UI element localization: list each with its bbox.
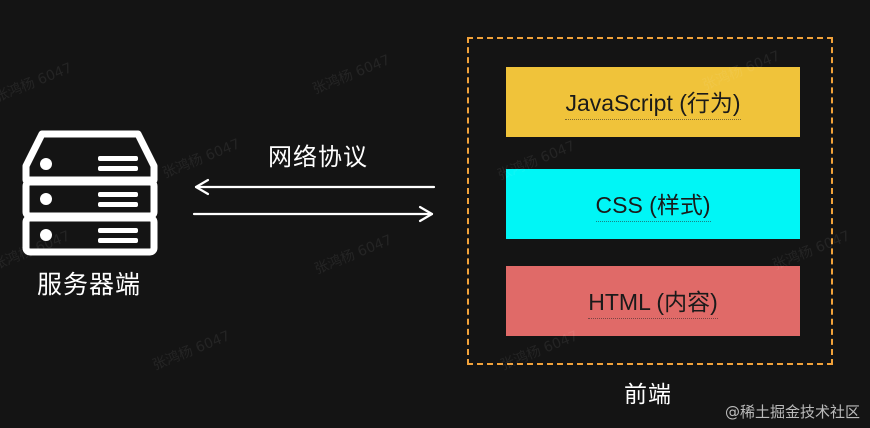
css-layer: CSS (样式) [506,169,800,239]
frontend-label: 前端 [624,382,672,408]
html-layer-label: HTML (内容) [588,283,718,319]
server-label: 服务器端 [36,270,141,299]
protocol-label: 网络协议 [268,143,368,171]
watermark-text: 张鸿杨 6047 [0,60,75,106]
javascript-layer-label: JavaScript (行为) [565,84,741,120]
watermark-text: 张鸿杨 6047 [310,52,393,98]
bidirectional-arrows-icon [192,178,436,223]
css-layer-label: CSS (样式) [595,186,711,222]
javascript-layer: JavaScript (行为) [506,67,800,137]
brand-watermark: @稀土掘金技术社区 [724,403,860,421]
html-layer: HTML (内容) [506,266,800,336]
watermark-text: 张鸿杨 6047 [150,328,233,374]
server-rack-icon [22,130,158,256]
frontend-frame [467,37,833,365]
watermark-text: 张鸿杨 6047 [312,232,395,278]
